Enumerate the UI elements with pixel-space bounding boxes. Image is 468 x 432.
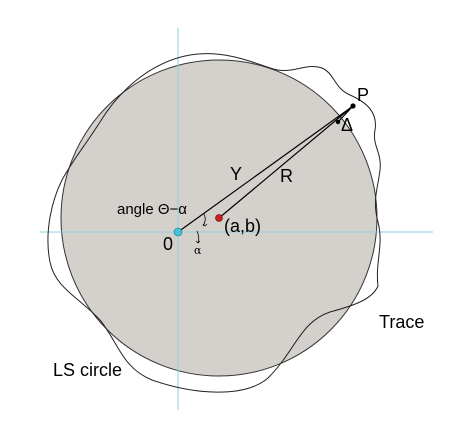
point-p-marker	[350, 103, 356, 109]
line-r	[218, 105, 354, 219]
angle-tick-top	[202, 223, 208, 227]
line-y	[177, 105, 354, 233]
label-p: P	[357, 85, 369, 105]
label-alpha: α	[194, 244, 202, 257]
label-origin: 0	[163, 234, 173, 254]
label-trace: Trace	[379, 312, 424, 332]
label-ls-circle: LS circle	[53, 360, 122, 380]
line-delta	[337, 105, 354, 123]
label-y: Y	[230, 164, 242, 184]
trace-curve	[47, 53, 381, 393]
origin-marker	[173, 227, 183, 237]
label-center: (a,b)	[224, 216, 261, 236]
delta-marker	[335, 119, 341, 125]
alpha-arc	[196, 230, 200, 244]
label-angle: angle Θ−α	[117, 201, 187, 218]
label-delta: Δ	[341, 115, 353, 135]
center-marker	[215, 214, 223, 222]
alpha-tick	[195, 240, 201, 244]
label-r: R	[280, 166, 293, 186]
